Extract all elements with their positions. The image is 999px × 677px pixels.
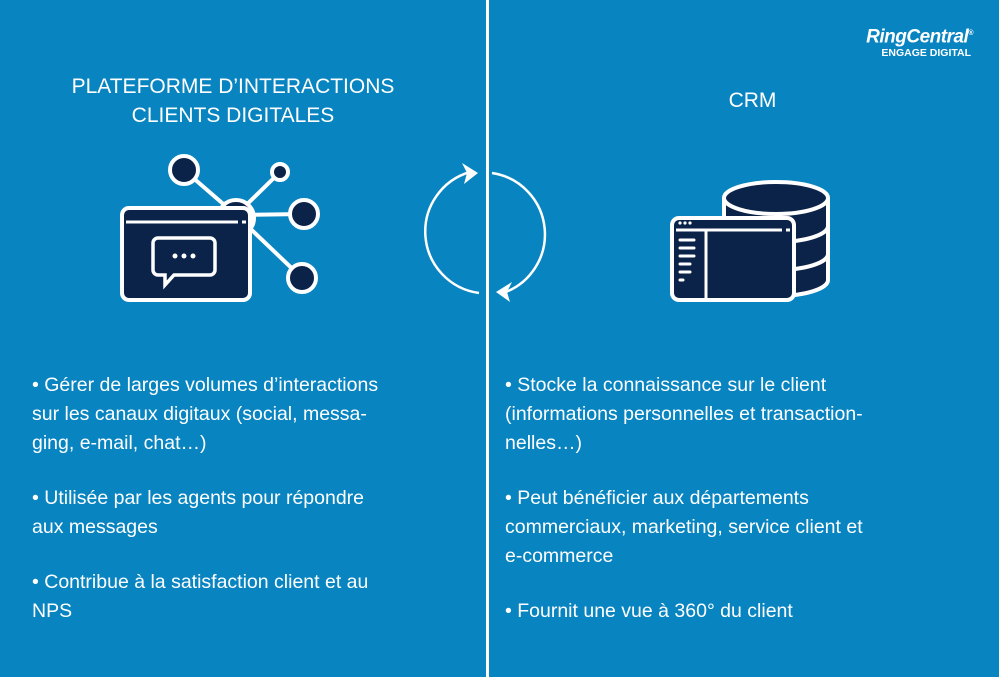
sync-cycle-arrows-icon [424,163,547,302]
logo-brand: RingCentral® [866,26,973,48]
logo-subtitle: ENGAGE DIGITAL [881,47,971,60]
list-item: • Peut bénéficier aux départements comme… [505,487,863,567]
left-title-line-2: CLIENTS DIGITALES [131,104,335,127]
chat-window-network-icon [120,154,320,302]
right-bullet-list: • Stocke la connaissance sur le client (… [505,371,955,652]
left-bullet-list: • Gérer de larges volumes d’interactions… [32,371,452,652]
right-panel-title: CRM [728,89,777,112]
list-item: • Utilisée par les agents pour répondre … [32,487,365,538]
list-item: • Gérer de larges volumes d’interactions… [32,374,379,454]
left-panel-title: PLATEFORME D’INTERACTIONS CLIENTS DIGITA… [30,72,436,130]
list-item: • Fournit une vue à 360° du client [505,600,793,622]
list-item: • Contribue à la satisfaction client et … [32,571,369,622]
list-item: • Stocke la connaissance sur le client (… [505,374,863,454]
left-title-line-1: PLATEFORME D’INTERACTIONS [71,75,395,98]
database-window-icon [670,180,830,302]
center-divider [486,0,489,677]
ringcentral-logo: RingCentral® ENGAGE DIGITAL [866,24,973,60]
